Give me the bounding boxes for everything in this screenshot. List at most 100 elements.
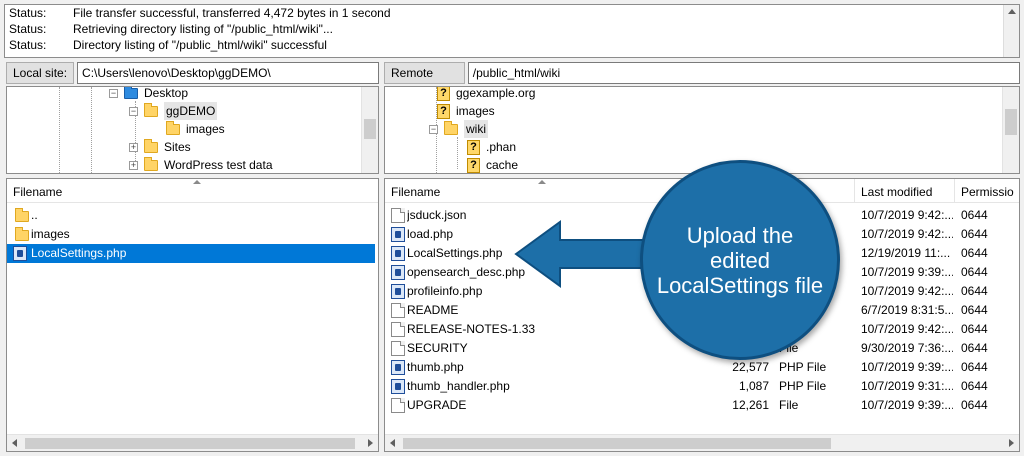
remote-site-bar: Remote site: /public_html/wiki <box>384 60 1020 100</box>
file-name: load.php <box>407 227 454 241</box>
file-last-modified: 9/30/2019 7:36:... <box>861 341 953 355</box>
file-permissions: 0644 <box>961 284 988 298</box>
collapse-icon[interactable]: − <box>129 105 138 116</box>
folder-icon <box>15 227 29 241</box>
php-file-icon <box>13 246 27 261</box>
folder-icon <box>15 208 29 222</box>
folder-icon <box>144 102 158 117</box>
file-permissions: 0644 <box>961 398 988 412</box>
file-size: 12,261 <box>732 398 769 412</box>
column-header-last-modified[interactable]: Last modified <box>855 179 955 203</box>
local-directory-tree: − Desktop − ggDEMO images + Sites + Word… <box>6 86 379 174</box>
unknown-folder-icon: ? <box>467 157 480 173</box>
php-file-icon <box>391 265 405 280</box>
collapse-icon[interactable]: − <box>109 87 118 98</box>
php-file-icon <box>391 284 405 299</box>
file-name: SECURITY <box>407 341 468 355</box>
file-row[interactable]: LocalSettings.php 12/19/2019 11:... 0644 <box>385 244 1019 263</box>
log-scrollbar[interactable] <box>1003 5 1019 57</box>
file-type: PHP File <box>779 379 827 393</box>
scroll-right-icon[interactable] <box>368 439 373 447</box>
tree-item-desktop[interactable]: − Desktop <box>109 86 189 100</box>
unknown-folder-icon: ? <box>467 139 480 155</box>
document-icon <box>391 398 405 413</box>
file-permissions: 0644 <box>961 265 988 279</box>
callout-text: Upload the edited LocalSettings file <box>656 222 824 298</box>
file-last-modified: 10/7/2019 9:39:... <box>861 360 953 374</box>
php-file-icon <box>391 227 405 242</box>
scroll-right-icon[interactable] <box>1009 439 1014 447</box>
file-last-modified: 10/7/2019 9:39:... <box>861 398 953 412</box>
status-line: Status:Retrieving directory listing of "… <box>9 22 333 36</box>
php-file-icon <box>391 246 405 261</box>
file-last-modified: 10/7/2019 9:31:... <box>861 379 953 393</box>
tree-item-ggexample-org[interactable]: ? ggexample.org <box>437 87 535 102</box>
file-name: jsduck.json <box>407 208 467 222</box>
file-last-modified: 10/7/2019 9:39:... <box>861 265 953 279</box>
file-name: LocalSettings.php <box>407 246 503 260</box>
document-icon <box>391 303 405 318</box>
local-tree-scrollbar[interactable] <box>361 87 378 173</box>
status-line: Status:Directory listing of "/public_htm… <box>9 38 327 52</box>
sort-ascending-icon <box>193 180 201 184</box>
tree-item-ggdemo[interactable]: − ggDEMO <box>129 102 218 120</box>
file-permissions: 0644 <box>961 227 988 241</box>
file-row[interactable]: images <box>7 225 378 244</box>
file-permissions: 0644 <box>961 379 988 393</box>
tree-item-cache[interactable]: ? cache <box>467 156 518 173</box>
tree-item-sites[interactable]: + Sites <box>129 138 191 154</box>
file-permissions: 0644 <box>961 303 988 317</box>
remote-tree-scrollbar[interactable] <box>1002 87 1019 173</box>
scroll-up-icon[interactable] <box>1008 9 1016 14</box>
remote-list-hscrollbar[interactable] <box>385 434 1019 451</box>
file-last-modified: 6/7/2019 8:31:5... <box>861 303 953 317</box>
expand-icon[interactable]: + <box>129 141 138 152</box>
file-row[interactable]: .. <box>7 206 378 225</box>
column-header-filename[interactable]: Filename <box>7 179 378 203</box>
unknown-folder-icon: ? <box>437 87 450 101</box>
scroll-left-icon[interactable] <box>12 439 17 447</box>
collapse-icon[interactable]: − <box>429 123 438 134</box>
file-last-modified: 12/19/2019 11:... <box>861 246 951 260</box>
file-row[interactable]: profileinfo.php 10/7/2019 9:42:... 0644 <box>385 282 1019 301</box>
tree-item-wordpress-test-data[interactable]: + WordPress test data <box>129 156 273 172</box>
local-list-hscrollbar[interactable] <box>7 434 378 451</box>
column-header-filename[interactable]: Filename <box>385 179 855 203</box>
document-icon <box>391 322 405 337</box>
file-name: RELEASE-NOTES-1.33 <box>407 322 536 336</box>
tree-item-wiki[interactable]: − wiki <box>429 120 488 138</box>
column-header-permissions[interactable]: Permissio <box>955 179 1019 203</box>
file-name: thumb.php <box>407 360 464 374</box>
file-last-modified: 10/7/2019 9:42:... <box>861 284 953 298</box>
document-icon <box>391 341 405 356</box>
file-type: File <box>779 398 799 412</box>
scroll-thumb[interactable] <box>1005 109 1017 135</box>
remote-site-path-input[interactable]: /public_html/wiki <box>467 62 1020 84</box>
scroll-thumb[interactable] <box>25 438 355 449</box>
desktop-folder-icon <box>124 87 138 99</box>
expand-icon[interactable]: + <box>129 159 138 170</box>
tree-item-images[interactable]: images <box>166 120 225 138</box>
scroll-thumb[interactable] <box>403 438 831 449</box>
scroll-thumb[interactable] <box>364 119 376 139</box>
tree-item-images[interactable]: ? images <box>437 102 495 120</box>
remote-directory-tree: ? ggexample.org ? images − wiki ? .phan … <box>384 86 1020 174</box>
php-file-icon <box>391 360 405 375</box>
folder-icon <box>144 156 158 171</box>
file-permissions: 0644 <box>961 246 988 260</box>
file-name: profileinfo.php <box>407 284 483 298</box>
local-file-list: Filename .. images LocalSettings.php <box>6 178 379 452</box>
file-row-selected[interactable]: LocalSettings.php <box>7 244 375 263</box>
scroll-left-icon[interactable] <box>390 439 395 447</box>
local-site-path-input[interactable]: C:\Users\lenovo\Desktop\ggDEMO\ <box>77 62 379 84</box>
local-site-bar: Local site: C:\Users\lenovo\Desktop\ggDE… <box>6 60 379 86</box>
tree-item-phan[interactable]: ? .phan <box>467 138 516 156</box>
